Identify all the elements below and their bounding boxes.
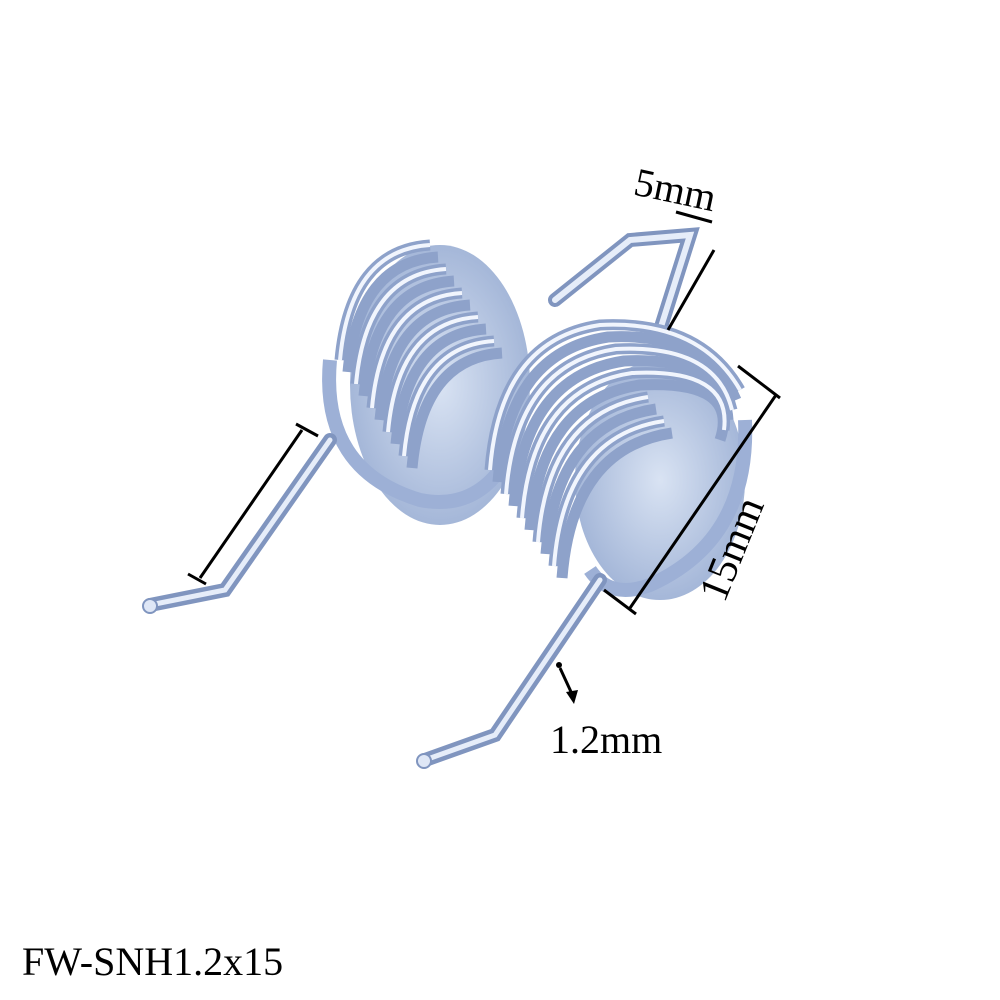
- dim-5mm-tick: [675, 210, 713, 224]
- dimension-lines: [187, 210, 781, 695]
- dim-left-leg-tick-top: [295, 422, 319, 438]
- dim-left-leg-tick-bottom: [187, 572, 207, 586]
- right-coil: [484, 319, 753, 600]
- model-number: FW-SNH1.2x15: [22, 939, 284, 984]
- dim-left-leg-line: [198, 429, 304, 579]
- dim-1-2mm-arrow: [558, 667, 574, 695]
- dim-15mm-tick-top: [737, 364, 781, 400]
- right-leg: [416, 573, 607, 769]
- spring-top-arm: [548, 227, 700, 337]
- left-leg: [142, 433, 337, 614]
- arrow-dot-icon: [556, 662, 562, 668]
- arrow-head-icon: [566, 690, 578, 704]
- dim-15mm-line: [628, 394, 778, 609]
- label-1-2mm: 1.2mm: [550, 717, 663, 762]
- dim-15mm-tick-bottom: [603, 588, 637, 616]
- left-coil: [322, 239, 530, 525]
- dim-5mm-leader: [666, 249, 716, 331]
